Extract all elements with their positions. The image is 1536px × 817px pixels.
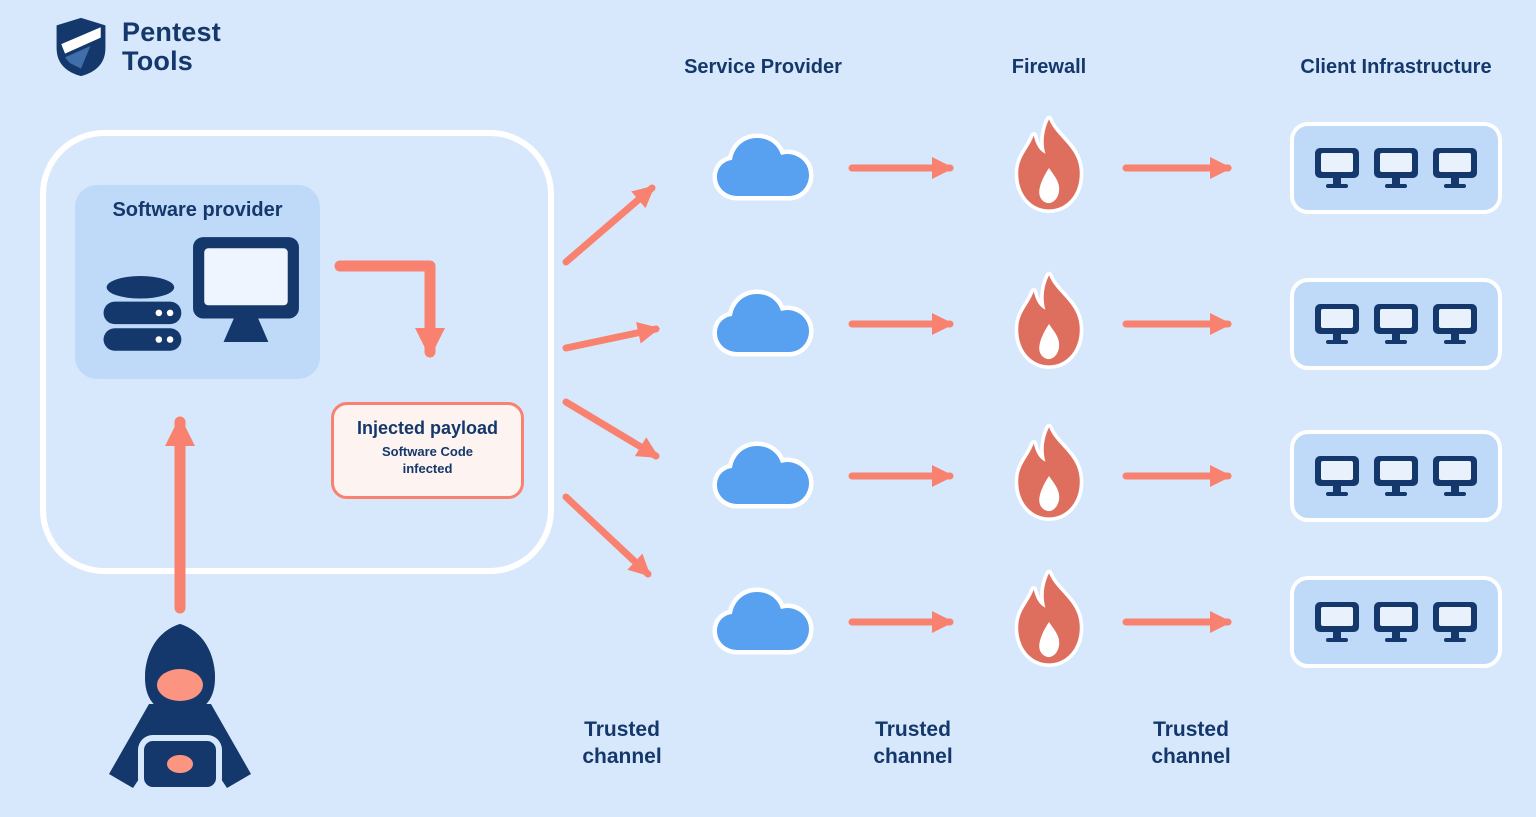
fan-arrow-4	[562, 493, 652, 578]
cloud-icon	[712, 587, 814, 655]
fan-arrow-3	[562, 398, 660, 460]
client-infrastructure-box	[1290, 430, 1502, 522]
server-stack-icon	[103, 276, 182, 351]
cloud-icon	[712, 441, 814, 509]
monitor-icon	[1315, 456, 1359, 496]
firewall-header: Firewall	[1011, 56, 1087, 78]
client-infrastructure-box	[1290, 278, 1502, 370]
cloud-icon	[712, 289, 814, 357]
monitor-icon	[1433, 148, 1477, 188]
monitor-icon	[193, 237, 299, 342]
pentest-tools-logo: Pentest Tools	[52, 16, 221, 78]
injected-payload-subtitle: Software Code infected	[381, 444, 473, 476]
injected-payload-title: Injected payload	[356, 418, 499, 438]
fan-arrow-2	[562, 321, 660, 352]
monitor-icon	[1374, 456, 1418, 496]
logo-line2: Tools	[122, 46, 193, 76]
firewall-flame-icon	[1014, 423, 1084, 521]
client-infrastructure-box	[1290, 122, 1502, 214]
monitor-icon	[1433, 602, 1477, 642]
client-infrastructure-header: Client Infrastructure	[1300, 56, 1492, 78]
firewall-flame-icon	[1014, 115, 1084, 213]
client-infrastructure-box	[1290, 576, 1502, 668]
monitor-icon	[1374, 148, 1418, 188]
monitor-icon	[1315, 148, 1359, 188]
monitor-icon	[1433, 304, 1477, 344]
monitor-icon	[1315, 304, 1359, 344]
firewall-flame-icon	[1014, 271, 1084, 369]
software-provider-title: Software provider	[112, 199, 283, 221]
compromise-zone-container	[40, 130, 554, 574]
shield-logo-icon	[56, 17, 106, 77]
injected-payload-box: Injected payload Software Code infected	[331, 402, 524, 499]
software-provider-box: Software provider	[75, 185, 320, 379]
trusted-channel-label: Trusted channel	[873, 718, 953, 768]
service-provider-header: Service Provider	[684, 56, 842, 78]
logo-line1: Pentest	[122, 17, 221, 47]
trusted-channel-label: Trusted channel	[1151, 718, 1231, 768]
fan-arrow-1	[562, 184, 656, 266]
monitor-icon	[1315, 602, 1359, 642]
monitor-icon	[1374, 602, 1418, 642]
trusted-channel-label: Trusted channel	[582, 718, 662, 768]
monitor-icon	[1433, 456, 1477, 496]
hacker-icon	[109, 624, 251, 793]
logo-text: Pentest Tools	[122, 18, 221, 76]
cloud-icon	[712, 133, 814, 201]
monitor-icon	[1374, 304, 1418, 344]
firewall-flame-icon	[1014, 569, 1084, 667]
